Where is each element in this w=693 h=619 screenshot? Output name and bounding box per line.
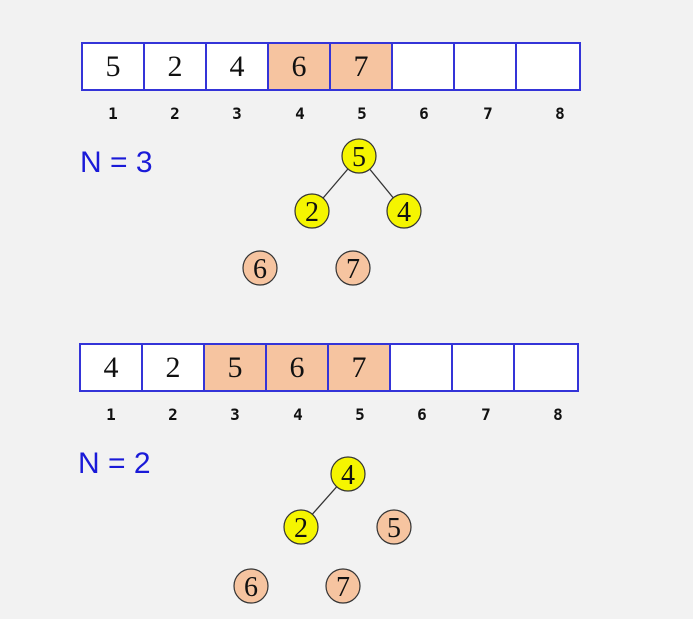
node-value: 4 bbox=[397, 197, 411, 228]
array-index: 8 bbox=[553, 405, 563, 424]
tree-node: 7 bbox=[325, 568, 361, 604]
array-row: 5 2 4 6 7 bbox=[81, 42, 581, 91]
array-index: 7 bbox=[481, 405, 491, 424]
array-cell: 6 bbox=[267, 345, 329, 390]
array-cell: 7 bbox=[331, 44, 393, 89]
node-value: 4 bbox=[341, 460, 355, 491]
node-value: 6 bbox=[244, 572, 258, 603]
array-index: 6 bbox=[417, 405, 427, 424]
array-index: 2 bbox=[168, 405, 178, 424]
node-value: 7 bbox=[336, 572, 350, 603]
heap-tree: 5 2 4 6 7 bbox=[242, 138, 422, 286]
node-value: 6 bbox=[253, 254, 267, 285]
heap-panel-n2: 4 2 5 6 7 1 2 3 4 5 6 7 8 N = 2 4 2 5 6 bbox=[0, 302, 693, 604]
array-cell: 2 bbox=[145, 44, 207, 89]
node-value: 2 bbox=[305, 197, 319, 228]
heap-tree: 4 2 5 6 7 bbox=[233, 456, 412, 604]
array-cell: 5 bbox=[205, 345, 267, 390]
tree-node: 4 bbox=[386, 193, 422, 229]
array-row: 4 2 5 6 7 bbox=[79, 343, 579, 392]
array-index: 2 bbox=[170, 104, 180, 123]
array-index: 7 bbox=[483, 104, 493, 123]
tree-node: 2 bbox=[294, 193, 330, 229]
tree-node: 5 bbox=[341, 138, 377, 174]
tree-node: 6 bbox=[233, 568, 269, 604]
array-index: 1 bbox=[108, 104, 118, 123]
array-cell bbox=[515, 345, 577, 390]
node-value: 2 bbox=[294, 513, 308, 544]
heap-size-label: N = 3 bbox=[80, 146, 153, 179]
tree-node: 4 bbox=[330, 456, 366, 492]
array-index: 5 bbox=[355, 405, 365, 424]
array-index: 3 bbox=[232, 104, 242, 123]
array-cell: 5 bbox=[83, 44, 145, 89]
node-value: 5 bbox=[352, 142, 366, 173]
tree-node: 7 bbox=[335, 250, 371, 286]
array-index: 8 bbox=[555, 104, 565, 123]
array-cell: 6 bbox=[269, 44, 331, 89]
array-cell bbox=[393, 44, 455, 89]
array-cell bbox=[455, 44, 517, 89]
array-cell bbox=[391, 345, 453, 390]
array-cell: 2 bbox=[143, 345, 205, 390]
array-index: 1 bbox=[106, 405, 116, 424]
tree-node: 5 bbox=[376, 509, 412, 545]
array-cell: 4 bbox=[81, 345, 143, 390]
node-value: 7 bbox=[346, 254, 360, 285]
heap-size-label: N = 2 bbox=[78, 447, 151, 480]
array-index: 5 bbox=[357, 104, 367, 123]
array-index: 4 bbox=[295, 104, 305, 123]
array-index: 4 bbox=[293, 405, 303, 424]
node-value: 5 bbox=[387, 513, 401, 544]
tree-node: 6 bbox=[242, 250, 278, 286]
array-cell bbox=[453, 345, 515, 390]
array-index: 3 bbox=[230, 405, 240, 424]
array-index: 6 bbox=[419, 104, 429, 123]
tree-node: 2 bbox=[283, 509, 319, 545]
array-cell bbox=[517, 44, 579, 89]
array-cell: 7 bbox=[329, 345, 391, 390]
array-cell: 4 bbox=[207, 44, 269, 89]
heap-panel-n3: 5 2 4 6 7 1 2 3 4 5 6 7 8 N = 3 5 2 4 6 bbox=[0, 0, 693, 300]
